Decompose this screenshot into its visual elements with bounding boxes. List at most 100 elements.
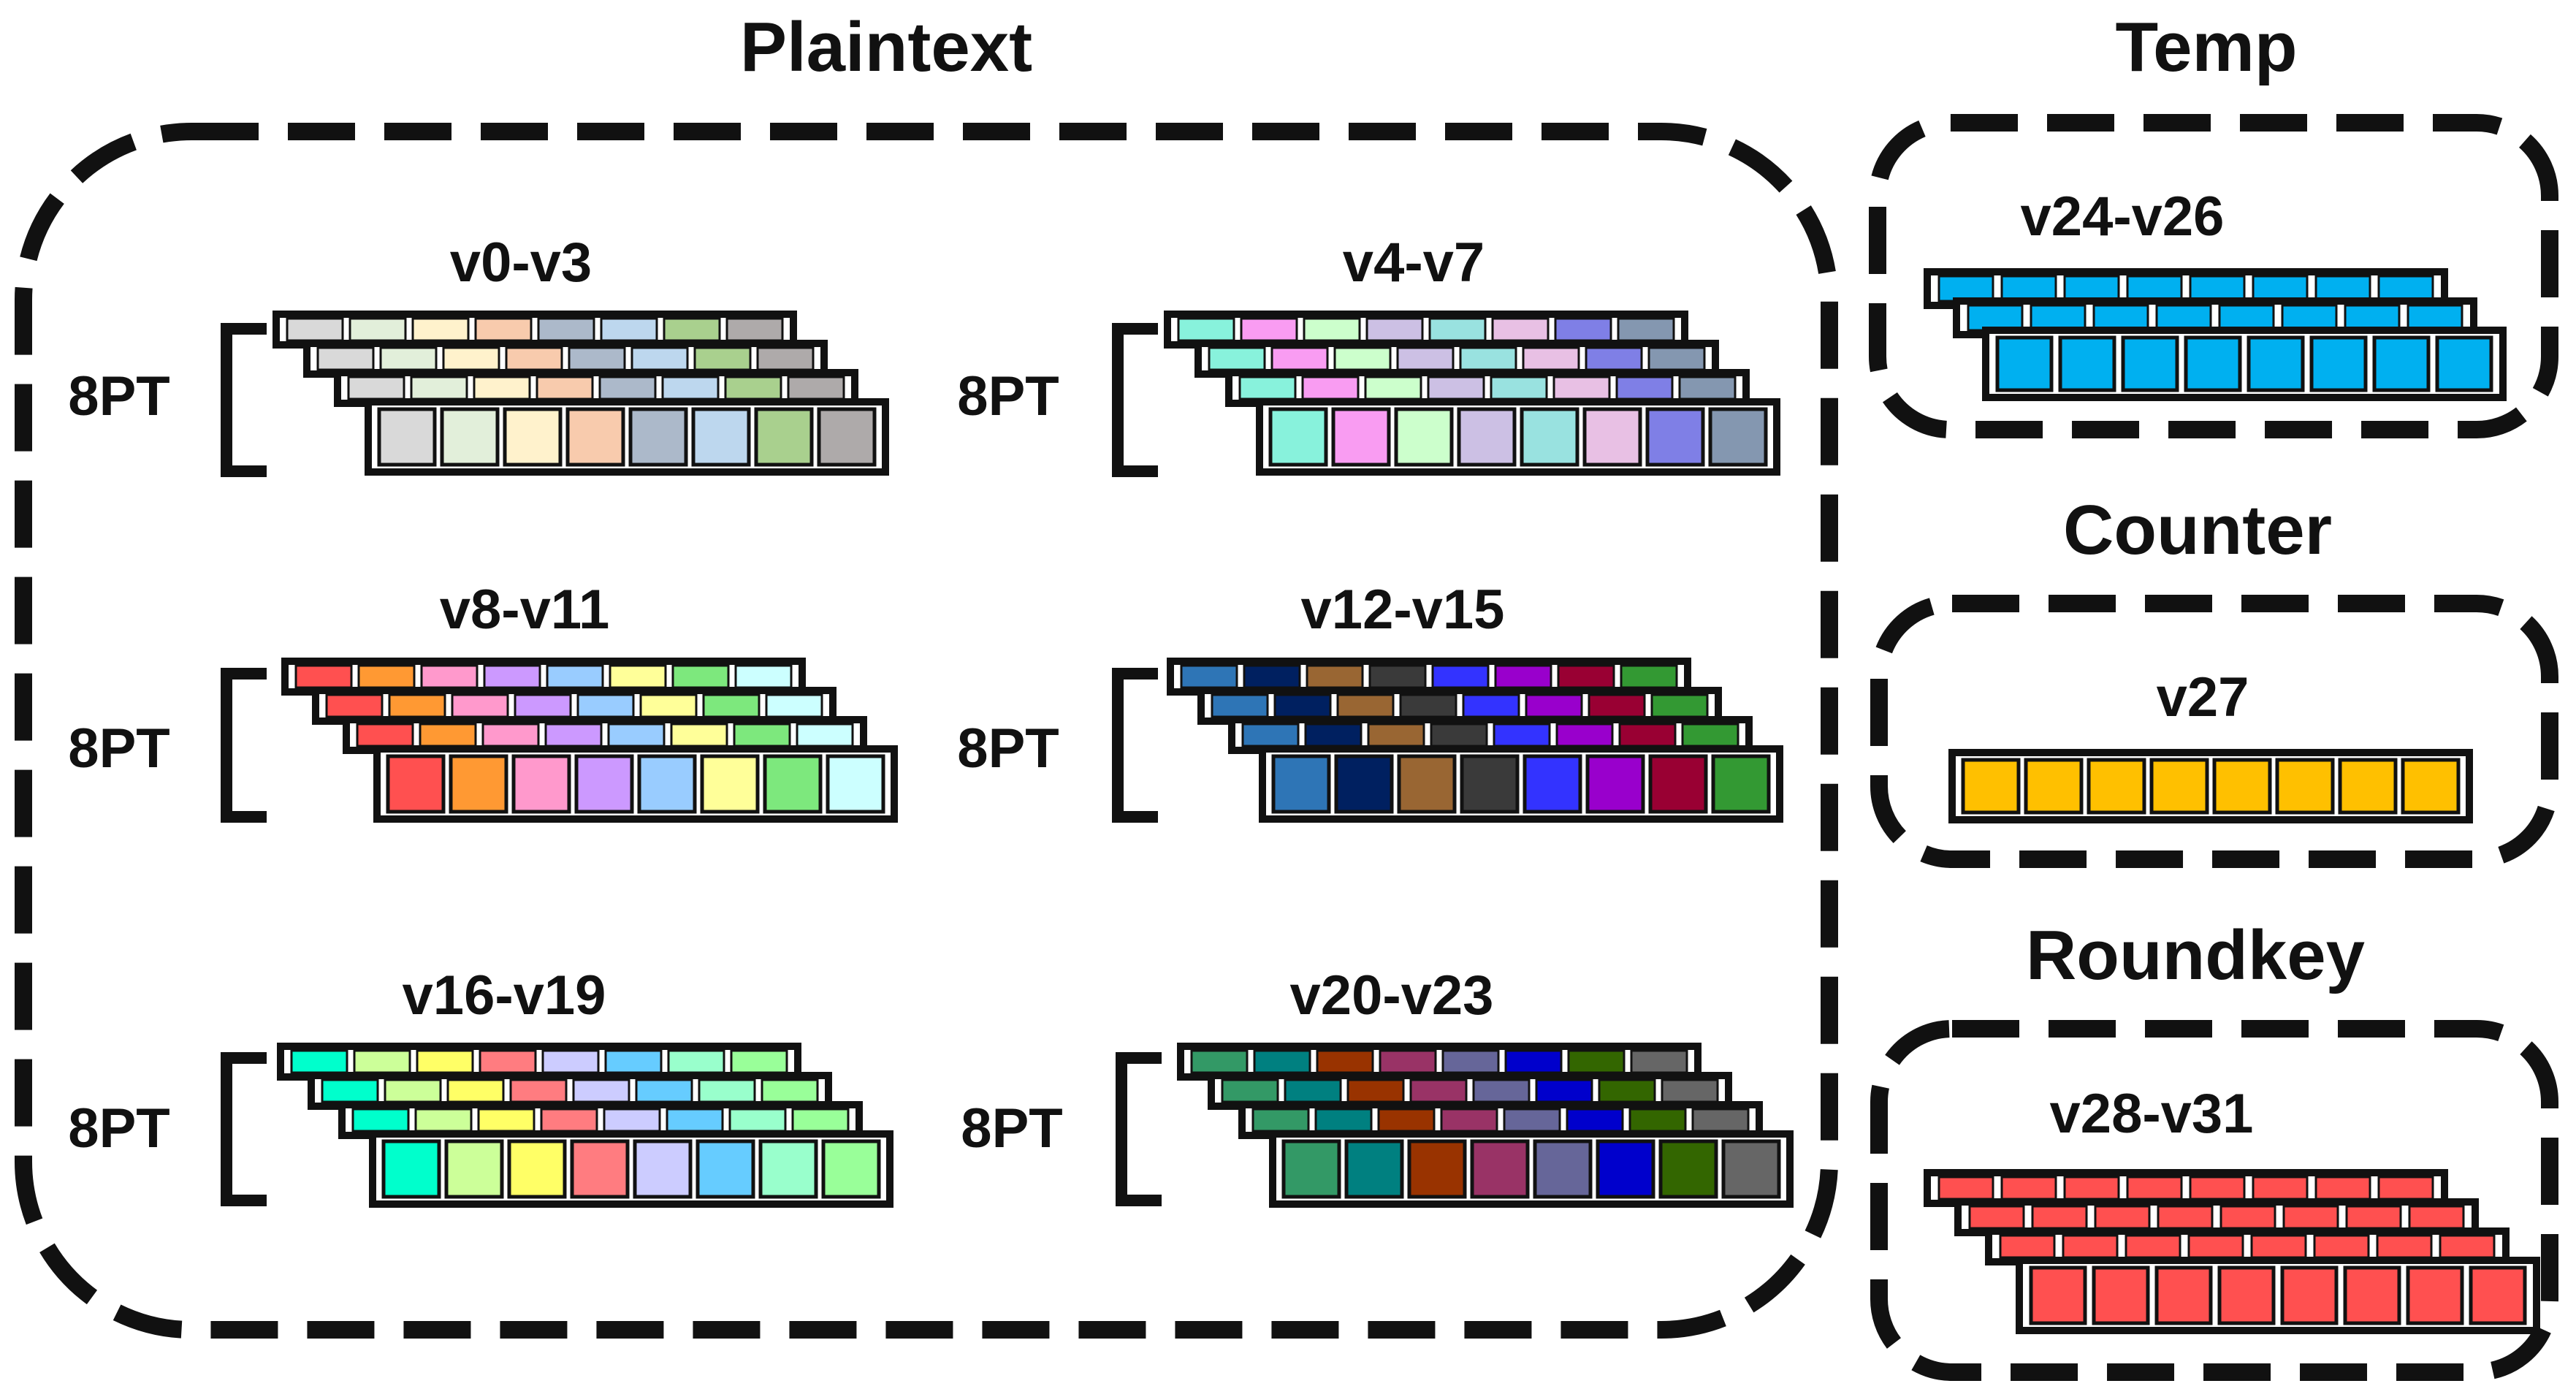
register-cell — [2406, 1265, 2464, 1325]
bracket-v0-v3 — [221, 323, 267, 477]
register-cell — [1431, 664, 1490, 689]
register-cell — [1409, 1078, 1468, 1103]
register-cell — [474, 317, 533, 342]
register-cell — [1364, 376, 1422, 400]
register-cell — [1557, 664, 1615, 689]
register-cell — [761, 1078, 819, 1103]
register-cell — [356, 723, 414, 747]
register-cell — [572, 1078, 630, 1103]
register-cell — [2282, 1205, 2339, 1230]
register-cell — [2343, 1265, 2401, 1325]
register-cell — [514, 693, 572, 718]
register-cell — [511, 754, 571, 814]
register-cell — [357, 664, 416, 689]
register-cell — [635, 1078, 693, 1103]
register-cell — [1493, 723, 1551, 747]
register-cell — [1457, 407, 1517, 467]
plaintext-title: Plaintext — [740, 8, 1032, 86]
register-cell — [598, 376, 657, 400]
register-cell — [1523, 754, 1582, 814]
register-cell — [479, 1049, 537, 1074]
register-cell — [1314, 1108, 1373, 1133]
register-cell — [2187, 1234, 2244, 1259]
group-label-v16-v19: v16-v19 — [403, 964, 606, 1027]
register-cell — [2154, 1265, 2213, 1325]
register-cell — [2344, 304, 2401, 332]
register-cell — [379, 346, 438, 371]
register-cell — [733, 723, 791, 747]
register-cell — [1588, 693, 1646, 718]
register-cell — [1336, 693, 1395, 718]
register-cell — [1525, 693, 1583, 718]
register-cell — [347, 376, 405, 400]
register-cell — [724, 376, 782, 400]
register-cell — [2252, 1176, 2309, 1200]
register-cell — [419, 723, 477, 747]
register-cell — [1243, 664, 1301, 689]
register-cell — [442, 346, 500, 371]
register-cell — [290, 1049, 348, 1074]
register-cell — [353, 1049, 411, 1074]
register-cell — [639, 693, 698, 718]
register-cell — [2149, 758, 2209, 815]
register-stack-v4-v7 — [1164, 311, 1780, 476]
register-cell — [2435, 335, 2493, 392]
bracket-v12-v15 — [1112, 668, 1158, 823]
register-cell — [1462, 693, 1520, 718]
register-cell — [1533, 1139, 1593, 1199]
register-cell — [1567, 1049, 1626, 1074]
register-cell — [1491, 317, 1550, 342]
register-cell — [536, 376, 594, 400]
register-cell — [734, 664, 793, 689]
register-cell — [1691, 1108, 1750, 1133]
register-cell — [1211, 693, 1269, 718]
register-cell — [698, 1078, 756, 1103]
register-cell — [1208, 346, 1266, 371]
register-cell — [348, 317, 407, 342]
register-cell — [2408, 1205, 2465, 1230]
register-cell — [1585, 346, 1643, 371]
register-cell — [546, 664, 604, 689]
bracket-v20-v23 — [1116, 1052, 1162, 1206]
register-cell — [1678, 376, 1737, 400]
register-cell — [325, 693, 384, 718]
register-cell — [1585, 754, 1645, 814]
register-cell — [1331, 407, 1391, 467]
register-cell — [2125, 1234, 2181, 1259]
register-cell — [1440, 1108, 1498, 1133]
register-cell — [1711, 754, 1771, 814]
register-cell — [1520, 407, 1579, 467]
register-cell — [414, 1108, 473, 1133]
group-label-v20-v23: v20-v23 — [1290, 964, 1494, 1027]
register-cell — [821, 1139, 881, 1199]
register-cell — [2029, 1265, 2087, 1325]
register-cell — [603, 1108, 661, 1133]
register-stack-v12-v15 — [1167, 658, 1783, 823]
register-v27 — [1948, 749, 2473, 823]
register-cell — [420, 664, 479, 689]
register-cell — [1190, 1049, 1249, 1074]
register-cell — [1377, 1108, 1436, 1133]
register-cell — [1177, 317, 1235, 342]
register-cell — [691, 407, 751, 467]
register-cell — [2062, 1234, 2119, 1259]
register-cell — [1306, 664, 1364, 689]
register-cell — [1721, 1139, 1781, 1199]
register-cell — [505, 346, 563, 371]
register-cell — [628, 407, 688, 467]
register-cell — [1379, 1049, 1437, 1074]
register-cell — [696, 1139, 755, 1199]
register-cell — [756, 346, 815, 371]
register-cell — [1238, 376, 1297, 400]
register-cell — [477, 1108, 536, 1133]
register-cell — [1334, 754, 1394, 814]
register-cell — [377, 407, 437, 467]
register-cell — [321, 1078, 379, 1103]
register-stack-v0-v3 — [273, 311, 889, 476]
register-cell — [1472, 1078, 1531, 1103]
register-cell — [1582, 407, 1642, 467]
register-cell — [758, 1139, 818, 1199]
register-cell — [574, 754, 634, 814]
register-cell — [2121, 335, 2179, 392]
